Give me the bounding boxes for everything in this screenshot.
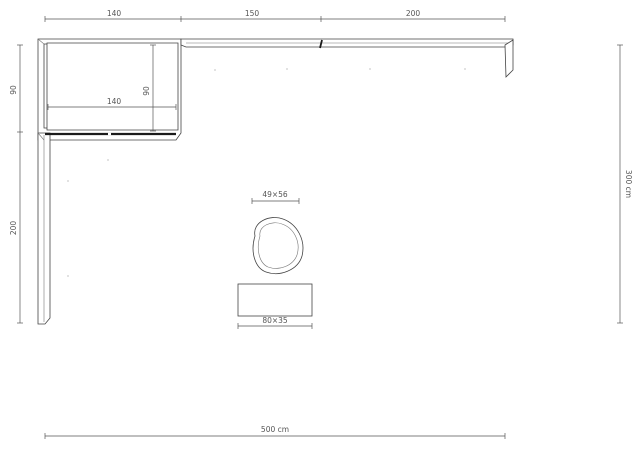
dim-top-right: 200	[406, 9, 421, 18]
fixture-dots	[67, 68, 466, 277]
inner-width-dimension	[47, 104, 177, 110]
rect-item-dimension	[237, 323, 313, 329]
right-dimension-line	[617, 44, 623, 324]
dim-inner-width: 140	[107, 97, 122, 106]
dim-left-lower: 200	[9, 221, 18, 236]
round-item-shape	[252, 217, 304, 274]
top-horizontal-wall	[180, 38, 514, 78]
dim-top-left: 140	[107, 9, 122, 18]
inner-height-dimension	[150, 44, 156, 132]
dim-top-middle: 150	[245, 9, 260, 18]
round-item-dimension	[251, 198, 300, 204]
bottom-dimension-line	[44, 433, 506, 439]
dim-bottom-total: 500 cm	[261, 425, 289, 434]
left-dimension-line	[17, 44, 23, 324]
dim-right-total: 300 cm	[624, 170, 633, 198]
dim-left-upper: 90	[9, 85, 18, 95]
rect-item-shape	[237, 283, 313, 317]
inner-frame	[46, 42, 179, 131]
left-vertical-wall	[37, 38, 51, 325]
round-item-label: 49×56	[262, 190, 288, 199]
rect-item-label: 80×35	[262, 316, 288, 325]
dim-inner-height: 90	[142, 86, 151, 96]
top-dimension-line	[44, 16, 506, 22]
